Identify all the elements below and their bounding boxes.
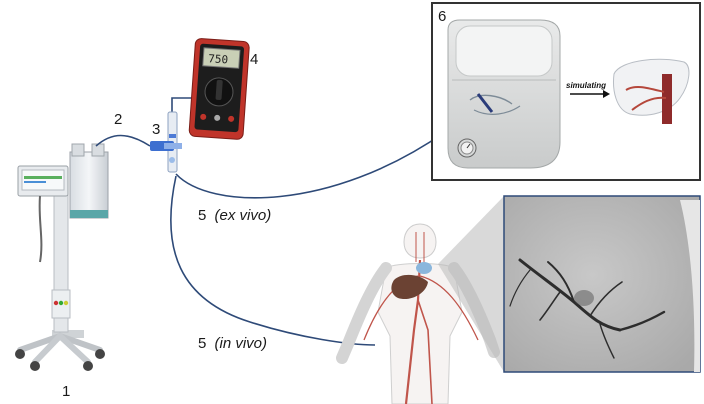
label-ex-vivo-number: 5 bbox=[198, 207, 206, 224]
angiogram-panel bbox=[438, 196, 700, 372]
multimeter-display-value: 750 bbox=[208, 52, 229, 66]
label-ex-vivo: 5 (ex vivo) bbox=[198, 207, 271, 224]
label-in-vivo: 5 (in vivo) bbox=[198, 335, 267, 352]
label-t-junction: 3 bbox=[152, 121, 160, 138]
infusion-pump-cart bbox=[15, 144, 108, 371]
multimeter: 750 bbox=[189, 38, 250, 140]
tube-in-vivo bbox=[171, 176, 375, 345]
label-in-vivo-text: (in vivo) bbox=[215, 335, 268, 352]
label-connector: 2 bbox=[114, 111, 122, 128]
label-phantom-box: 6 bbox=[438, 8, 446, 25]
tube-ex-vivo bbox=[176, 132, 445, 198]
label-ex-vivo-text: (ex vivo) bbox=[215, 207, 272, 224]
phantom-panel: simulating 6 bbox=[432, 3, 700, 180]
heart-icon bbox=[416, 262, 432, 274]
label-multimeter: 4 bbox=[250, 51, 258, 68]
label-in-vivo-number: 5 bbox=[198, 335, 206, 352]
label-pump: 1 bbox=[62, 383, 70, 400]
simulating-label: simulating bbox=[566, 81, 606, 90]
